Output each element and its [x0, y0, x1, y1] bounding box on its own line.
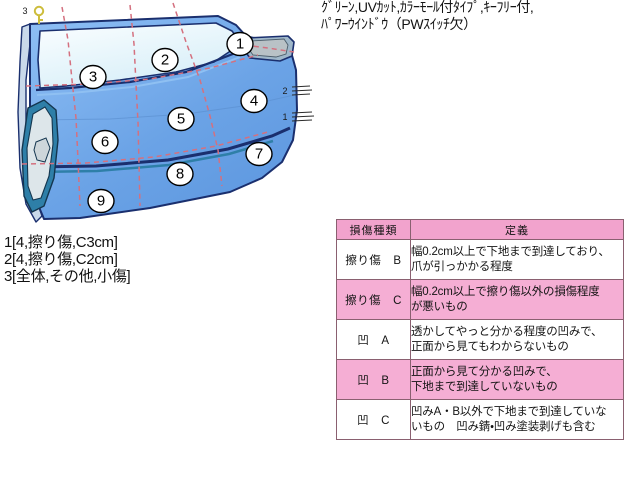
damage-list-item: 3[全体,その他,小傷] [4, 268, 131, 285]
zone-callout-9: 9 [87, 188, 115, 214]
car-door-diagram: 3 2 1 1 2 3 4 5 6 7 [0, 0, 320, 232]
cell-definition: 幅0.2cm以上で擦り傷以外の損傷程度 が悪いもの [410, 279, 624, 320]
definition-line: 幅0.2cm以上で擦り傷以外の損傷程度 [411, 285, 600, 298]
svg-text:3: 3 [89, 69, 97, 86]
marker-label-1: 1 [282, 112, 287, 122]
table-row: 擦り傷 C 幅0.2cm以上で擦り傷以外の損傷程度 が悪いもの [336, 279, 624, 320]
cell-damage-type: 凹 A [336, 319, 411, 360]
table-row: 凹 A 透かしてやっと分かる程度の凹みで、 正面から見てもわからないもの [336, 319, 624, 360]
svg-text:5: 5 [177, 111, 185, 128]
svg-text:7: 7 [255, 146, 263, 163]
svg-text:9: 9 [97, 193, 105, 210]
definition-line: が悪いもの [411, 300, 468, 313]
definition-line: 凹みA・B以外で下地まで到達していな [411, 405, 607, 418]
svg-text:4: 4 [250, 93, 258, 110]
definition-line: 幅0.2cm以上で下地まで到達しており、 [411, 245, 610, 258]
cell-damage-type: 擦り傷 B [336, 239, 411, 280]
definition-line: 透かしてやっと分かる程度の凹みで、 [411, 325, 603, 338]
zone-callouts: 1 2 3 4 5 6 7 8 [79, 31, 273, 214]
cell-definition: 幅0.2cm以上で下地まで到達しており、 爪が引っかかる程度 [410, 239, 624, 280]
spec-line-1: ｸﾞﾘｰﾝ,UVｶｯﾄ,ｶﾗｰﾓｰﾙ付ﾀｲﾌﾟ,ｷｰﾌﾘｰ付, [321, 0, 534, 15]
spec-line-2: ﾊﾟﾜｰｳｲﾝﾄﾞｳ（PWｽｲｯﾁ欠） [321, 16, 477, 32]
cell-definition: 凹みA・B以外で下地まで到達していな いもの 凹み錆・凹み塗装剥げも含む [410, 399, 624, 440]
marker-label-2: 2 [282, 86, 287, 96]
scratch-marks [291, 85, 315, 122]
side-mirror [243, 35, 295, 62]
table-row: 凹 B 正面から見て分かる凹みで、 下地まで到達していないもの [336, 359, 624, 400]
table-row: 擦り傷 B 幅0.2cm以上で下地まで到達しており、 爪が引っかかる程度 [336, 239, 624, 280]
table-header-row: 損傷種類 定義 [336, 219, 624, 240]
definition-line: 爪が引っかかる程度 [411, 260, 513, 273]
table-row: 凹 C 凹みA・B以外で下地まで到達していな いもの 凹み錆・凹み塗装剥げも含む [336, 399, 624, 440]
vehicle-spec-text: ｸﾞﾘｰﾝ,UVｶｯﾄ,ｶﾗｰﾓｰﾙ付ﾀｲﾌﾟ,ｷｰﾌﾘｰ付, ﾊﾟﾜｰｳｲﾝﾄ… [321, 0, 639, 33]
definition-line: 正面から見てもわからないもの [411, 340, 569, 353]
cell-damage-type: 擦り傷 C [336, 279, 411, 320]
zone-callout-8: 8 [166, 161, 194, 187]
damage-annotation-list: 1[4,擦り傷,C3cm] 2[4,擦り傷,C2cm] 3[全体,その他,小傷] [4, 234, 131, 285]
zone-callout-7: 7 [245, 141, 273, 167]
zone-callout-1: 1 [226, 31, 254, 57]
svg-text:6: 6 [101, 134, 109, 151]
definition-line: 正面から見て分かる凹みで、 [411, 365, 558, 378]
column-header-damage-type: 損傷種類 [336, 219, 411, 240]
zone-callout-6: 6 [91, 129, 119, 155]
key-pin-icon [33, 5, 45, 24]
zone-callout-2: 2 [151, 47, 179, 73]
cell-damage-type: 凹 B [336, 359, 411, 400]
svg-text:1: 1 [236, 36, 244, 53]
svg-text:8: 8 [176, 166, 184, 183]
svg-text:2: 2 [161, 52, 169, 69]
cell-definition: 透かしてやっと分かる程度の凹みで、 正面から見てもわからないもの [410, 319, 624, 360]
marker-label-3: 3 [22, 6, 27, 16]
door-handle-recess [21, 99, 59, 213]
definition-line: いもの 凹み錆・凹み塗装剥げも含む [411, 420, 596, 433]
damage-list-item: 2[4,擦り傷,C2cm] [4, 251, 118, 268]
damage-classification-table: 損傷種類 定義 擦り傷 B 幅0.2cm以上で下地まで到達しており、 爪が引っか… [336, 219, 624, 440]
cell-damage-type: 凹 C [336, 399, 411, 440]
cell-definition: 正面から見て分かる凹みで、 下地まで到達していないもの [410, 359, 624, 400]
zone-callout-3: 3 [79, 64, 107, 90]
damage-list-item: 1[4,擦り傷,C3cm] [4, 234, 118, 251]
zone-callout-4: 4 [240, 88, 268, 114]
column-header-definition: 定義 [410, 219, 624, 240]
zone-callout-5: 5 [167, 106, 195, 132]
door-lower-moulding [33, 126, 291, 174]
definition-line: 下地まで到達していないもの [411, 380, 558, 393]
